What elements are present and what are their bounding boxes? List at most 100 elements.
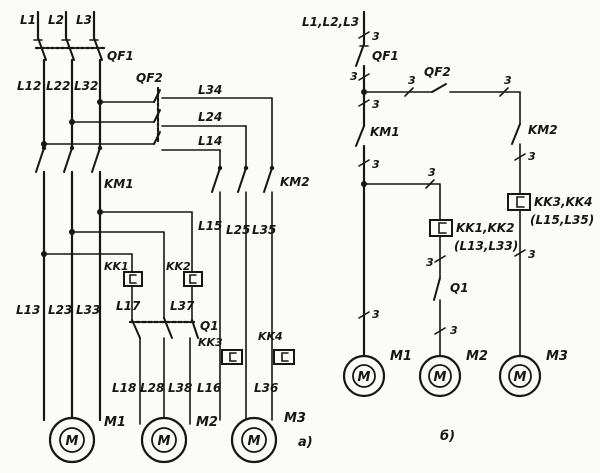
motor-m2-label-b: M2 <box>466 349 488 364</box>
relay-m2-element <box>438 222 447 234</box>
relay-kk4 <box>273 349 295 365</box>
wire-label-l38: L38 <box>168 381 192 395</box>
motor-m2: M <box>140 416 188 464</box>
count-mark: 3 <box>372 158 380 171</box>
count-mark: 3 <box>426 256 434 269</box>
wire-label-l25: L25 <box>226 223 250 237</box>
motor-symbol: M <box>358 370 371 385</box>
kk3-label: KK3 <box>198 336 223 349</box>
wire-label-l23: L23 <box>48 303 72 317</box>
wire-label-l22: L22 <box>46 79 70 93</box>
kk2-label: KK2 <box>166 260 191 273</box>
bus-mark <box>514 153 526 161</box>
count-mark: 3 <box>504 74 512 87</box>
aux-label-l34: L34 <box>198 83 222 97</box>
bus-mark <box>358 159 370 167</box>
kk4-label: KK4 <box>258 330 283 343</box>
wire-label-l15: L15 <box>198 219 222 233</box>
diagram-a: L1 L2 L3 QF1 L12 L22 L32 <box>16 10 313 464</box>
switch-q1 <box>128 317 199 339</box>
bus-mark <box>404 87 414 97</box>
wire-label-l36: L36 <box>254 381 278 395</box>
motor-symbol: M <box>248 434 261 449</box>
motor-symbol: M <box>66 434 79 449</box>
count-mark: 3 <box>372 98 380 111</box>
contactor-km2 <box>211 165 275 193</box>
qf2-label-b: QF2 <box>424 65 451 79</box>
aux-label-l24: L24 <box>198 110 222 124</box>
supply-label: L1,L2,L3 <box>302 15 359 29</box>
bus-mark <box>434 327 446 335</box>
breaker-qf1 <box>33 37 106 61</box>
wire-label-l35: L35 <box>252 223 276 237</box>
bus-mark <box>434 255 446 263</box>
motor-m1-label: M1 <box>104 415 126 430</box>
count-mark: 3 <box>408 74 416 87</box>
qf1-label: QF1 <box>107 49 134 63</box>
km2-label-b: KM2 <box>528 123 558 137</box>
phase-label-l2: L2 <box>48 13 64 27</box>
breaker-qf2 <box>153 86 161 145</box>
wire-label-l32: L32 <box>74 79 98 93</box>
motor-symbol: M <box>514 370 527 385</box>
count-mark: 3 <box>350 70 358 83</box>
bus-mark <box>358 73 370 81</box>
phase-label-l1: L1 <box>20 13 36 27</box>
diagram-b: L1,L2,L3 3 QF1 3 3 3 QF2 3 KM1 3 3 <box>302 10 594 444</box>
qf2-contact <box>431 83 447 93</box>
motor-m3-b: M <box>498 354 542 398</box>
relay-m3-sub: (L15,L35) <box>530 213 594 227</box>
motor-m3-label-b: M3 <box>546 349 568 364</box>
relay-kk1-element <box>129 274 137 284</box>
relay-m3 <box>507 193 531 211</box>
motor-symbol: M <box>158 434 171 449</box>
caption-b: б) <box>440 429 455 444</box>
bus-mark <box>425 179 435 189</box>
wire-label-l33: L33 <box>76 303 100 317</box>
contactor-km1 <box>35 145 103 173</box>
motor-m1-b: M <box>342 354 386 398</box>
caption-a: а) <box>298 435 313 450</box>
wire-label-l17: L17 <box>116 299 141 313</box>
wire-label-l12: L12 <box>17 79 41 93</box>
relay-kk3 <box>221 349 243 365</box>
qf2-label: QF2 <box>136 71 163 85</box>
qf1-label-b: QF1 <box>372 49 399 63</box>
motor-symbol: M <box>434 370 447 385</box>
count-mark: 3 <box>372 308 380 321</box>
wire-label-l13: L13 <box>16 303 40 317</box>
aux-label-l14: L14 <box>198 134 222 148</box>
relay-kk2-element <box>189 274 197 284</box>
wire-label-l16: L16 <box>197 381 221 395</box>
relay-kk4-element <box>281 352 289 362</box>
relay-m3-element <box>516 196 525 208</box>
km1-contact <box>355 125 365 147</box>
km1-label: KM1 <box>104 177 134 191</box>
count-mark: 3 <box>528 150 536 163</box>
bus-mark <box>358 99 370 107</box>
motor-m2-label: M2 <box>196 415 218 430</box>
bus-mark <box>358 31 370 39</box>
relay-m2 <box>429 219 453 237</box>
bus-mark <box>499 87 509 97</box>
qf1-contact <box>355 43 365 67</box>
q1-label-b: Q1 <box>450 281 469 295</box>
motor-m1-label-b: M1 <box>390 349 412 364</box>
motor-m3-label: M3 <box>284 411 306 426</box>
km2-contact <box>511 123 521 145</box>
kk1-label: KK1 <box>104 260 129 273</box>
motor-m2-b: M <box>418 354 462 398</box>
count-mark: 3 <box>450 324 458 337</box>
count-mark: 3 <box>428 166 436 179</box>
motor-m1: M <box>48 416 96 464</box>
km2-label: KM2 <box>280 175 310 189</box>
bus-mark <box>514 249 526 257</box>
phase-label-l3: L3 <box>76 13 92 27</box>
count-mark: 3 <box>372 30 380 43</box>
wire-label-l18: L18 <box>112 381 136 395</box>
q1-contact <box>433 277 441 301</box>
relay-kk1 <box>123 271 143 287</box>
relay-m3-label: KK3,KK4 <box>534 195 592 209</box>
motor-m3: M <box>230 416 278 464</box>
